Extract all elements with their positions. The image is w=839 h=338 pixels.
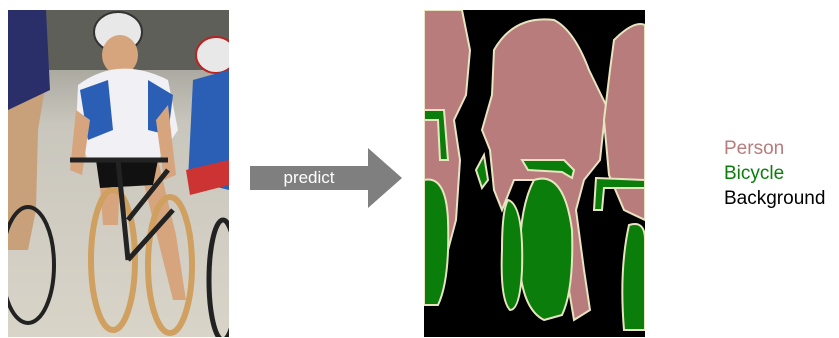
legend-item-bicycle: Bicycle: [724, 161, 839, 186]
predict-label: predict: [250, 166, 368, 190]
legend-item-background: Background: [724, 186, 839, 211]
predict-arrow: predict: [250, 148, 402, 208]
legend-item-person: Person: [724, 136, 839, 161]
segmentation-mask: [424, 10, 645, 337]
input-cyclist-photo: [8, 10, 229, 337]
class-legend: Person Bicycle Background: [724, 136, 839, 211]
